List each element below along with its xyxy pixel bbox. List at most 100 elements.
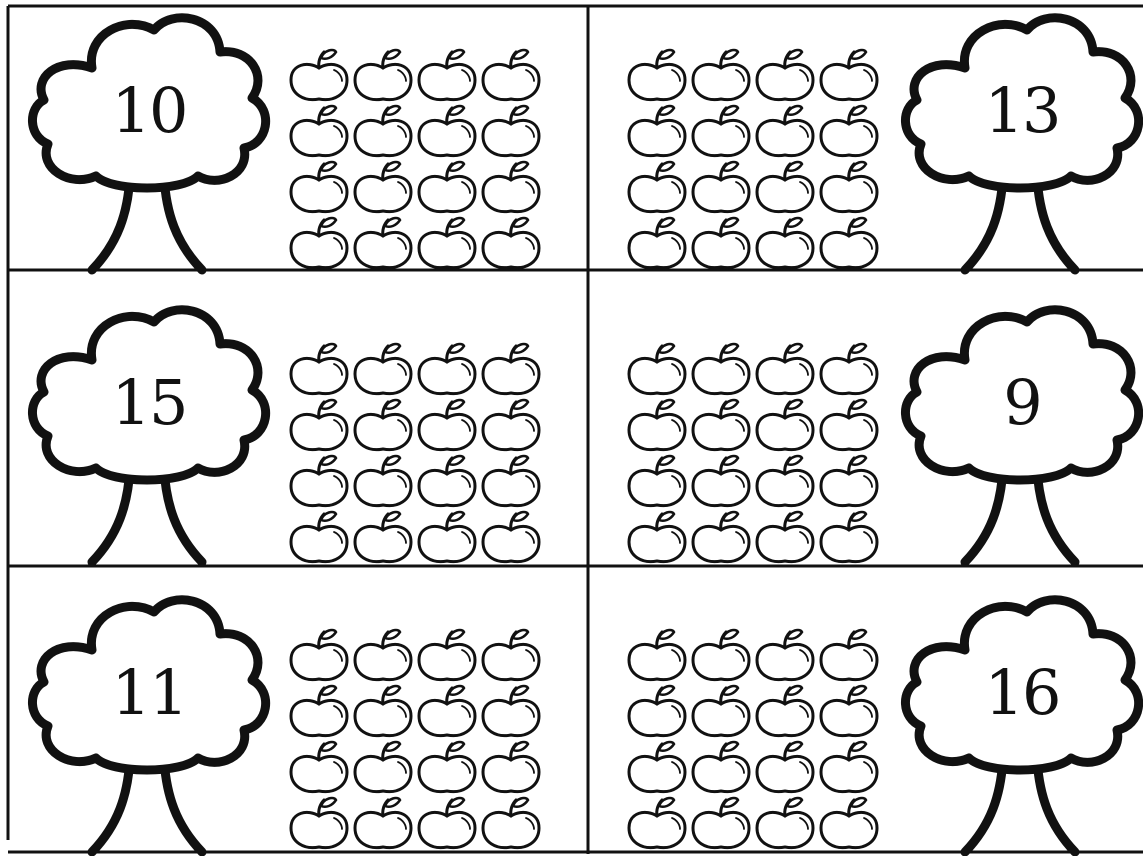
tree-crown <box>901 13 1143 193</box>
apple-icon <box>417 454 477 508</box>
counting-card: 15 <box>10 272 586 567</box>
apple-icon <box>353 510 413 564</box>
apple-icon <box>481 510 541 564</box>
apple-icon <box>819 104 879 158</box>
apple-icon <box>819 216 879 270</box>
counting-card: 10 <box>10 8 586 275</box>
apple-icon <box>353 104 413 158</box>
apple-icon <box>691 48 751 102</box>
apple-icon <box>627 104 687 158</box>
tree-number: 9 <box>1003 366 1042 439</box>
apple-icon <box>289 454 349 508</box>
apple-icon <box>353 216 413 270</box>
apple-icon <box>819 398 879 452</box>
apple-icon <box>819 510 879 564</box>
apple-icon <box>481 104 541 158</box>
apple-icon <box>627 510 687 564</box>
apple-grid <box>289 48 541 270</box>
apple-icon <box>755 160 815 214</box>
apple-icon <box>627 684 687 738</box>
apple-icon <box>417 796 477 850</box>
apple-icon <box>755 48 815 102</box>
tree-number: 15 <box>111 366 189 439</box>
apple-icon <box>691 510 751 564</box>
apple-icon <box>353 628 413 682</box>
apple-icon <box>481 48 541 102</box>
apple-icon <box>755 454 815 508</box>
apple-icon <box>819 740 879 794</box>
apple-icon <box>691 684 751 738</box>
apple-icon <box>755 684 815 738</box>
apple-grid <box>627 628 879 850</box>
apple-icon <box>819 160 879 214</box>
apple-icon <box>691 740 751 794</box>
apple-icon <box>819 48 879 102</box>
counting-card: 13 <box>590 8 1143 275</box>
tree-icon <box>28 13 271 275</box>
apple-icon <box>691 796 751 850</box>
apple-icon <box>289 684 349 738</box>
counting-card: 11 <box>10 568 586 856</box>
apple-icon <box>289 104 349 158</box>
apple-icon <box>289 48 349 102</box>
tree-number: 16 <box>984 656 1062 729</box>
apple-icon <box>627 796 687 850</box>
apple-icon <box>819 684 879 738</box>
apple-icon <box>289 342 349 396</box>
apple-icon <box>755 796 815 850</box>
apple-icon <box>691 628 751 682</box>
apple-icon <box>353 342 413 396</box>
tree-number: 13 <box>984 74 1062 147</box>
counting-card: 16 <box>590 568 1143 856</box>
apple-icon <box>289 216 349 270</box>
apple-icon <box>627 342 687 396</box>
apple-icon <box>417 342 477 396</box>
apple-icon <box>481 160 541 214</box>
tree-crown <box>28 595 271 775</box>
apple-icon <box>417 160 477 214</box>
apple-icon <box>353 684 413 738</box>
apple-icon <box>627 48 687 102</box>
apple-icon <box>417 684 477 738</box>
apple-icon <box>289 628 349 682</box>
apple-icon <box>755 104 815 158</box>
apple-grid <box>289 628 541 850</box>
tree-icon <box>28 595 271 856</box>
apple-icon <box>481 740 541 794</box>
apple-icon <box>481 684 541 738</box>
apple-icon <box>627 398 687 452</box>
apple-icon <box>353 160 413 214</box>
tree-number: 10 <box>111 74 189 147</box>
apple-icon <box>755 342 815 396</box>
apple-icon <box>627 216 687 270</box>
apple-icon <box>289 510 349 564</box>
tree-number: 11 <box>111 656 189 729</box>
tree-icon <box>901 13 1143 275</box>
apple-icon <box>481 398 541 452</box>
apple-icon <box>417 216 477 270</box>
apple-icon <box>627 160 687 214</box>
apple-icon <box>755 398 815 452</box>
apple-icon <box>691 454 751 508</box>
apple-icon <box>819 796 879 850</box>
apple-icon <box>755 510 815 564</box>
apple-icon <box>627 454 687 508</box>
tree-icon <box>901 595 1143 856</box>
apple-icon <box>481 342 541 396</box>
apple-icon <box>353 740 413 794</box>
apple-icon <box>481 454 541 508</box>
apple-icon <box>353 454 413 508</box>
tree-icon <box>901 305 1143 567</box>
apple-icon <box>417 510 477 564</box>
apple-icon <box>289 160 349 214</box>
apple-icon <box>691 398 751 452</box>
apple-icon <box>481 796 541 850</box>
apple-icon <box>417 48 477 102</box>
tree-crown <box>901 595 1143 775</box>
tree-crown <box>901 305 1143 485</box>
apple-icon <box>819 454 879 508</box>
apple-icon <box>289 796 349 850</box>
counting-card: 9 <box>590 272 1143 567</box>
apple-icon <box>819 342 879 396</box>
